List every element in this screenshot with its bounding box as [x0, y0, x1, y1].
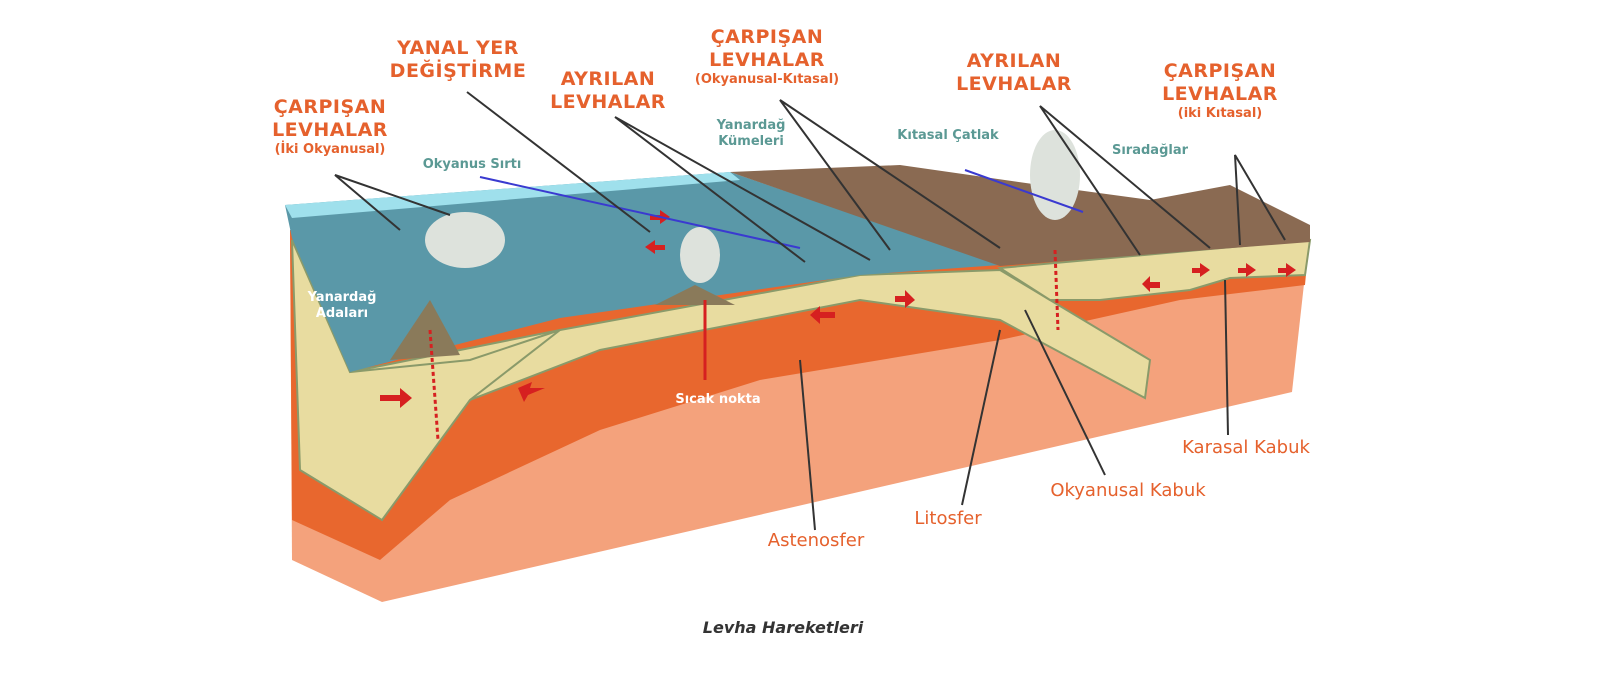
label-title: LEVHALAR: [709, 48, 825, 71]
label-sub: (İki Okyanusal): [274, 141, 386, 157]
label-line: Yanardağ: [307, 290, 377, 305]
label-volcanic-islands: Yanardağ Adaları: [308, 290, 377, 321]
label-volcano-cluster: Yanardağ Kümeleri: [717, 118, 786, 149]
label-divergent-1: AYRILAN LEVHALAR: [550, 68, 666, 114]
continent-land: [730, 165, 1310, 266]
label-collision-continental: ÇARPIŞAN LEVHALAR (iki Kıtasal): [1162, 60, 1278, 121]
label-title: ÇARPIŞAN: [1163, 60, 1277, 82]
label-title: AYRILAN: [560, 68, 656, 90]
label-transform: YANAL YER DEĞİŞTİRME: [390, 37, 527, 83]
label-title: DEĞİŞTİRME: [389, 59, 527, 82]
smoke-plume-icon: [425, 212, 505, 268]
label-continental-crust: Karasal Kabuk: [1182, 437, 1310, 458]
figure-caption: Levha Hareketleri: [702, 618, 864, 637]
label-sub: (iki Kıtasal): [1177, 105, 1263, 121]
label-mountain-range: Sıradağlar: [1111, 143, 1189, 158]
label-title: LEVHALAR: [550, 90, 666, 113]
label-sub: (Okyanusal-Kıtasal): [694, 71, 840, 87]
label-lithosphere: Litosfer: [914, 508, 982, 529]
magma-conduit: [428, 329, 440, 441]
label-asthenosphere: Astenosfer: [767, 530, 865, 551]
label-title: ÇARPIŞAN: [710, 26, 824, 48]
ocean-highlight: [285, 172, 740, 218]
label-title: LEVHALAR: [1162, 82, 1278, 105]
magma-conduit: [1053, 249, 1060, 331]
volcanic-island: [390, 300, 460, 360]
label-oceanic-crust: Okyanusal Kabuk: [1050, 480, 1206, 501]
hotspot-volcano: [655, 285, 735, 305]
label-divergent-2: AYRILAN LEVHALAR: [956, 50, 1072, 96]
label-title: AYRILAN: [966, 50, 1062, 72]
leader-lines: [334, 91, 1286, 531]
smoke-plume-icon: [680, 227, 720, 283]
label-title: YANAL YER: [397, 37, 519, 59]
label-collision-oceanic: ÇARPIŞAN LEVHALAR (İki Okyanusal): [272, 96, 388, 157]
label-ocean-ridge: Okyanus Sırtı: [422, 157, 522, 172]
label-continental-rift: Kıtasal Çatlak: [897, 128, 999, 143]
label-title: LEVHALAR: [956, 72, 1072, 95]
smoke-plume-icon: [1030, 130, 1080, 220]
left-plate: [291, 239, 561, 522]
label-title: ÇARPIŞAN: [273, 96, 387, 118]
label-line: Adaları: [315, 305, 369, 321]
label-hot-spot: Sıcak nokta: [675, 392, 761, 407]
label-title: LEVHALAR: [272, 118, 388, 141]
label-line: Kümeleri: [718, 133, 784, 149]
label-line: Yanardağ: [716, 118, 786, 133]
label-collision-oceanic-continental: ÇARPIŞAN LEVHALAR (Okyanusal-Kıtasal): [695, 26, 839, 87]
